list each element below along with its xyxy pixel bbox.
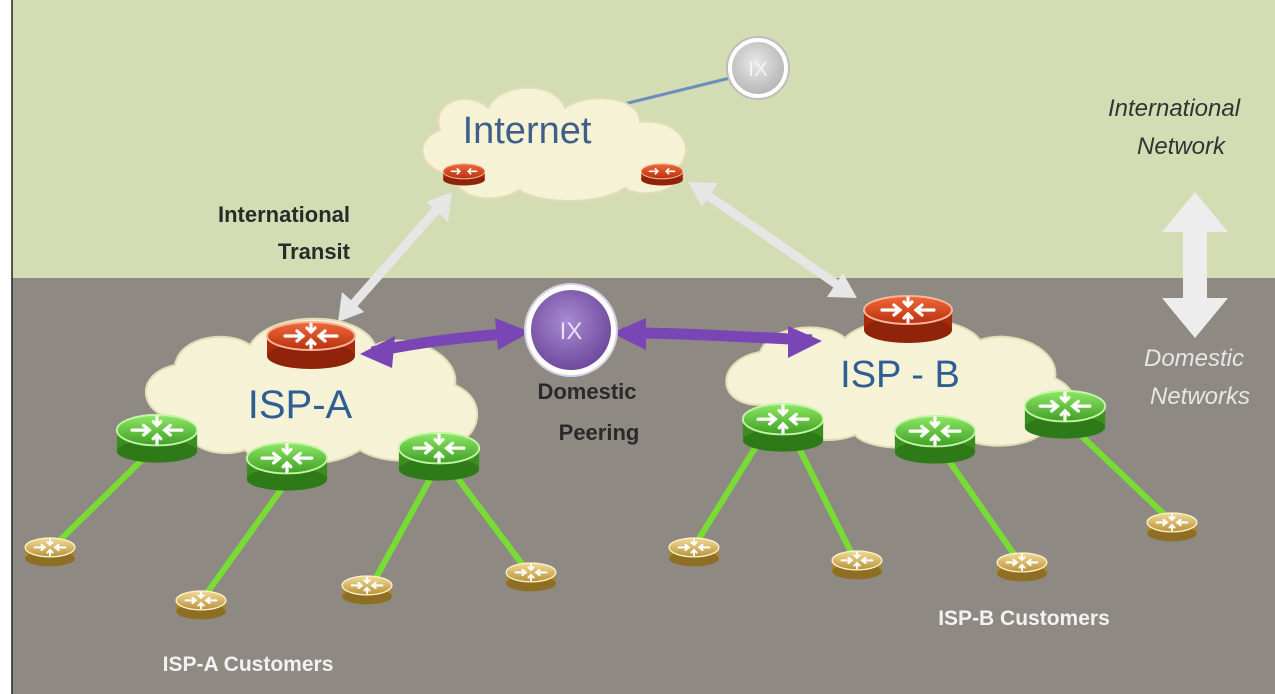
isp-b-customer-router-2-icon	[831, 549, 883, 581]
isp-b-core-router-icon	[862, 294, 954, 345]
isp-a-customers-label: ISP-A Customers	[163, 653, 334, 676]
isp-b-customer-router-1-icon	[668, 536, 720, 568]
ix-domestic-label: IX	[560, 318, 583, 345]
domestic-peering-line-2: Peering	[559, 420, 640, 445]
domestic-networks-annotation: Domestic Networks	[1144, 345, 1250, 410]
peering-arrow-right	[612, 318, 822, 358]
isp-b-customer-router-4-icon	[1146, 511, 1198, 543]
international-transit-line-1: International	[218, 202, 350, 227]
internet-cloud	[421, 86, 687, 202]
domestic-networks-line-1: Domestic	[1144, 345, 1244, 372]
isp-a-customer-router-4-icon	[505, 561, 557, 593]
domestic-peering-line-1: Domestic	[537, 379, 636, 404]
transit-arrow-b	[688, 182, 857, 298]
left-edge	[0, 0, 12, 694]
ix-top-label: IX	[748, 58, 768, 81]
isp-a-label: ISP-A	[248, 383, 353, 427]
transit-arrow-a	[338, 192, 452, 322]
isp-b-customers-label: ISP-B Customers	[938, 607, 1110, 630]
isp-a-customer-router-3-icon	[341, 574, 393, 606]
internet-router-right	[640, 162, 684, 187]
international-network-annotation: International Network	[1108, 95, 1241, 160]
international-network-line-1: International	[1108, 95, 1241, 122]
domestic-peering-annotation: Domestic Peering	[537, 379, 639, 445]
isp-a-core-router-icon	[265, 320, 357, 371]
isp-a-customer-router-2-icon	[175, 589, 227, 621]
international-network-line-2: Network	[1137, 133, 1227, 160]
ix-uplink	[619, 76, 731, 107]
international-transit-annotation: International Transit	[218, 202, 351, 264]
isp-b-access-router-2-icon	[893, 414, 977, 466]
isp-a-access-router-2-icon	[245, 441, 329, 493]
international-transit-line-2: Transit	[278, 239, 351, 264]
ix-domestic: IX	[524, 283, 618, 377]
internet-label: Internet	[463, 110, 592, 152]
domestic-networks-line-2: Networks	[1150, 383, 1250, 410]
isp-b-label: ISP - B	[840, 354, 960, 396]
international-domestic-arrow-icon	[1162, 192, 1228, 338]
isp-a-customer-router-1-icon	[24, 536, 76, 568]
customer-links	[49, 422, 1173, 603]
isp-a-access-router-1-icon	[115, 413, 199, 465]
internet-router-left	[442, 162, 486, 187]
isp-b-access-router-1-icon	[741, 402, 825, 454]
ix-top: IX	[726, 36, 790, 100]
isp-a-access-router-3-icon	[397, 431, 481, 483]
isp-b-customer-router-3-icon	[996, 551, 1048, 583]
isp-b-access-router-3-icon	[1023, 389, 1107, 441]
peering-arrow-left	[360, 318, 530, 368]
